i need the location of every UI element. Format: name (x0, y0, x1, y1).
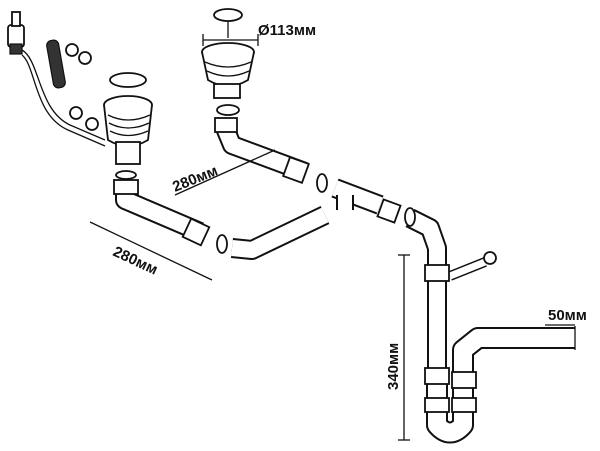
right-strainer (201, 8, 255, 116)
trap-height-label: 340мм (385, 343, 402, 390)
strainer-diameter-label: Ø113мм (258, 22, 316, 39)
upper-pipe-length-label: 280мм (170, 162, 220, 195)
outlet-diameter-label: 50мм (548, 307, 587, 324)
pipes (113, 117, 576, 444)
overflow-assembly (7, 11, 106, 147)
lower-pipe-length-label: 280мм (110, 243, 160, 278)
dimension-lines (89, 34, 575, 441)
left-strainer (103, 72, 153, 180)
